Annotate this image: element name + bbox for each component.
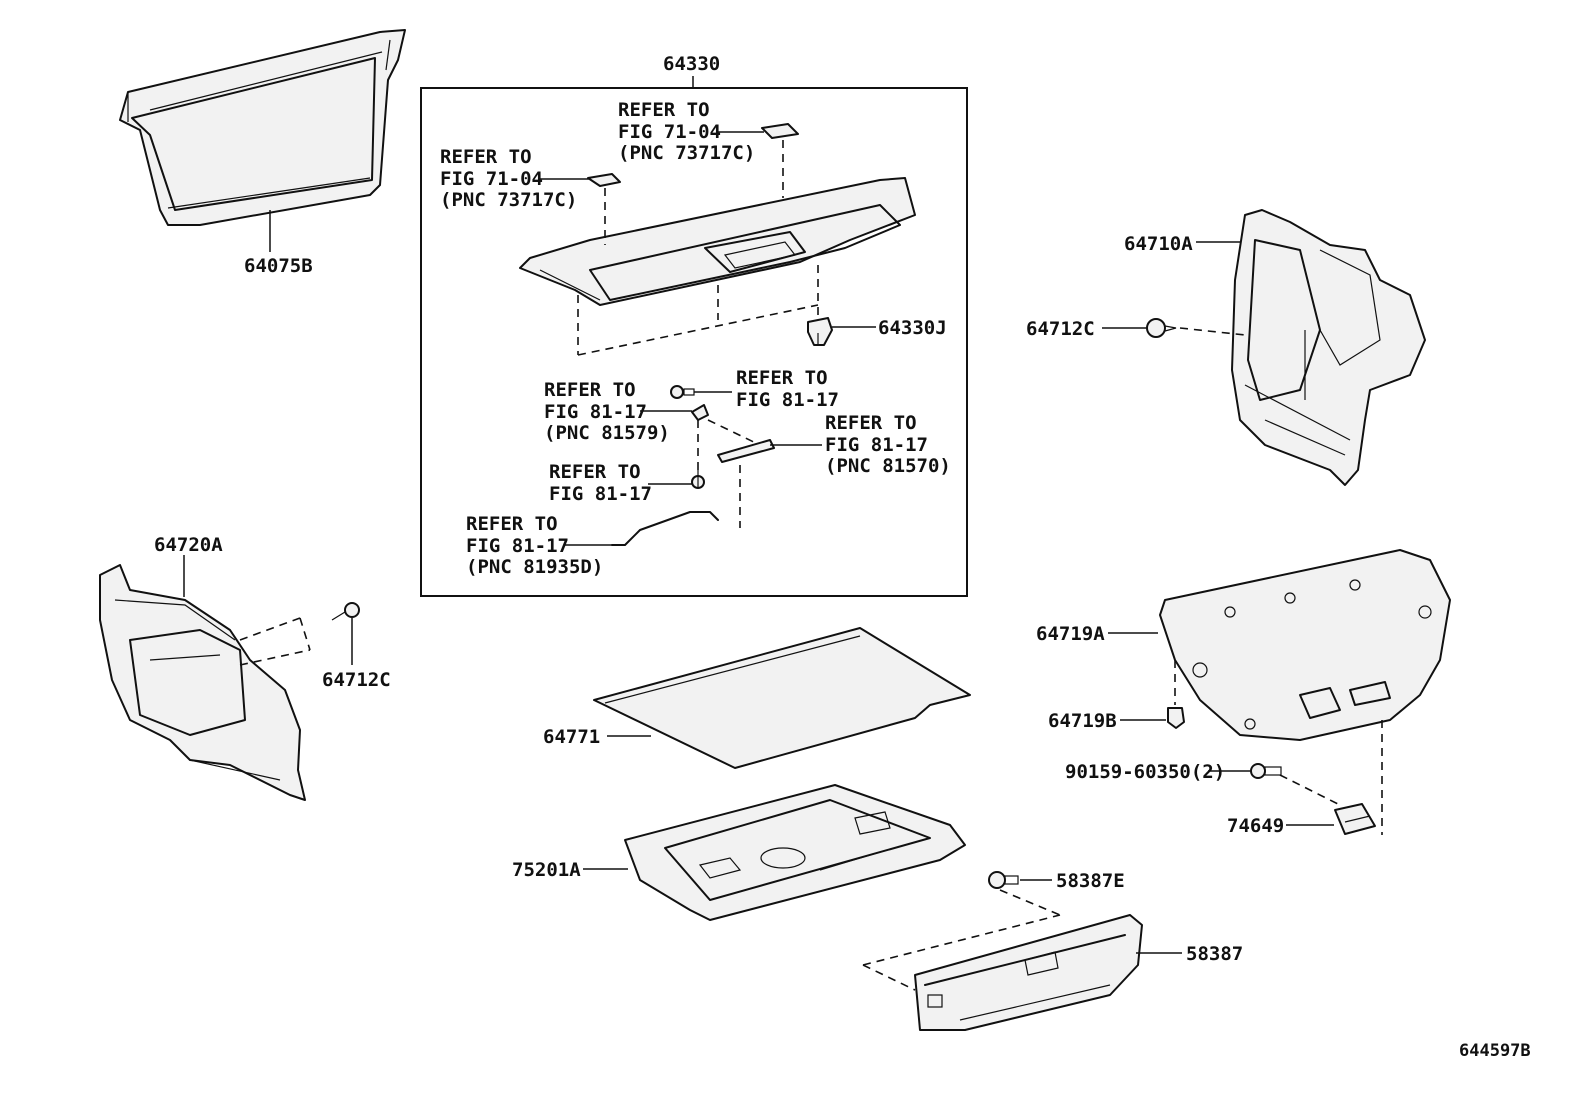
label-64771: 64771	[543, 726, 600, 748]
refer-note-2-line2: FIG 71-04	[618, 121, 721, 143]
label-64720A: 64720A	[154, 534, 223, 556]
refer-note-1-line1: REFER TO	[440, 146, 532, 168]
bracket-81579	[691, 404, 709, 421]
label-75201A: 75201A	[512, 859, 581, 881]
refer-note-2-line1: REFER TO	[618, 99, 710, 121]
refer-note-5-line3: (PNC 81570)	[825, 455, 951, 477]
package-tray-drawing	[519, 177, 916, 306]
clip-64712C-right-drawing	[1146, 318, 1177, 338]
refer-note-4-line1: REFER TO	[549, 461, 641, 483]
refer-note-7-line1: REFER TO	[466, 513, 558, 535]
group-box-64330	[420, 87, 968, 597]
refer-note-3-line3: (PNC 81579)	[544, 422, 670, 444]
label-64330J: 64330J	[878, 317, 947, 339]
refer-note-4-line2: FIG 81-17	[549, 483, 652, 505]
refer-note-7-line2: FIG 81-17	[466, 535, 569, 557]
refer-note-7-line3: (PNC 81935D)	[466, 556, 603, 578]
clip-73717C-left	[587, 173, 621, 187]
diagram-id: 644597B	[1459, 1041, 1531, 1061]
clip-58387E-drawing	[988, 871, 1019, 889]
label-90159-60350: 90159-60350(2)	[1065, 761, 1225, 783]
refer-note-2-line3: (PNC 73717C)	[618, 142, 755, 164]
refer-note-1-line3: (PNC 73717C)	[440, 189, 577, 211]
part-64771-drawing	[593, 627, 971, 769]
refer-note-6-line2: FIG 81-17	[736, 389, 839, 411]
refer-note-5-line2: FIG 81-17	[825, 434, 928, 456]
refer-note-3-line2: FIG 81-17	[544, 401, 647, 423]
refer-note-1-line2: FIG 71-04	[440, 168, 543, 190]
bolt-81-17-mid-drawing	[691, 470, 705, 489]
label-64712C-left: 64712C	[322, 669, 391, 691]
refer-note-5-line1: REFER TO	[825, 412, 917, 434]
part-58387-drawing	[914, 914, 1143, 1031]
bolt-81-17-top-drawing	[670, 385, 695, 399]
label-74649: 74649	[1227, 815, 1284, 837]
label-64075B: 64075B	[244, 255, 313, 277]
bracket-81570	[717, 439, 775, 463]
part-64710A-drawing	[1231, 209, 1426, 486]
refer-note-6-line1: REFER TO	[736, 367, 828, 389]
clip-64712C-left-drawing	[331, 602, 360, 621]
label-64712C-right: 64712C	[1026, 318, 1095, 340]
part-75201A-drawing	[624, 784, 966, 921]
clip-64719B-drawing	[1167, 707, 1185, 729]
label-64719A: 64719A	[1036, 623, 1105, 645]
label-58387: 58387	[1186, 943, 1243, 965]
group-label-64330: 64330	[663, 53, 720, 75]
cable-81935D	[611, 511, 719, 546]
clip-64330J-drawing	[807, 317, 833, 346]
label-64710A: 64710A	[1124, 233, 1193, 255]
part-74649-drawing	[1334, 803, 1376, 835]
label-58387E: 58387E	[1056, 870, 1125, 892]
part-64720A-drawing	[99, 564, 306, 801]
part-64075B-drawing	[119, 29, 406, 226]
bolt-90159-drawing	[1250, 763, 1282, 779]
clip-73717C-right	[761, 123, 799, 139]
refer-note-3-line1: REFER TO	[544, 379, 636, 401]
part-64719A-drawing	[1159, 549, 1451, 741]
label-64719B: 64719B	[1048, 710, 1117, 732]
